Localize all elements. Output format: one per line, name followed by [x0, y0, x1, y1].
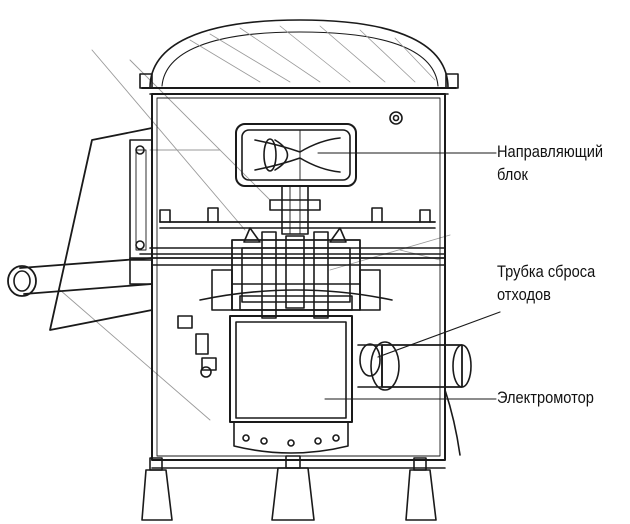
leader-lines: [317, 152, 501, 400]
body: [151, 93, 446, 461]
label-motor: Электромотор: [497, 386, 594, 409]
lid: [139, 19, 459, 95]
label-waste-tube: Трубка сброса отходов: [497, 260, 595, 306]
side-door: [49, 127, 153, 331]
gearbox: [199, 231, 393, 319]
fittings: [177, 315, 217, 378]
leader-waste-tube: [377, 311, 501, 358]
label-waste-tube-line1: Трубка сброса: [497, 262, 596, 281]
label-waste-tube-line2: отходов: [497, 285, 551, 304]
label-guide-block: Направляющий блок: [497, 140, 603, 186]
guide-block: [235, 123, 357, 187]
motor: [229, 315, 353, 454]
waste-tube: [357, 341, 472, 456]
feet: [141, 455, 446, 521]
label-guide-block-line1: Направляющий: [497, 142, 604, 161]
pipe: [7, 257, 153, 297]
label-guide-block-line2: блок: [497, 165, 528, 184]
label-motor-line1: Электромотор: [497, 388, 594, 407]
shaft-and-disk: [139, 185, 446, 255]
